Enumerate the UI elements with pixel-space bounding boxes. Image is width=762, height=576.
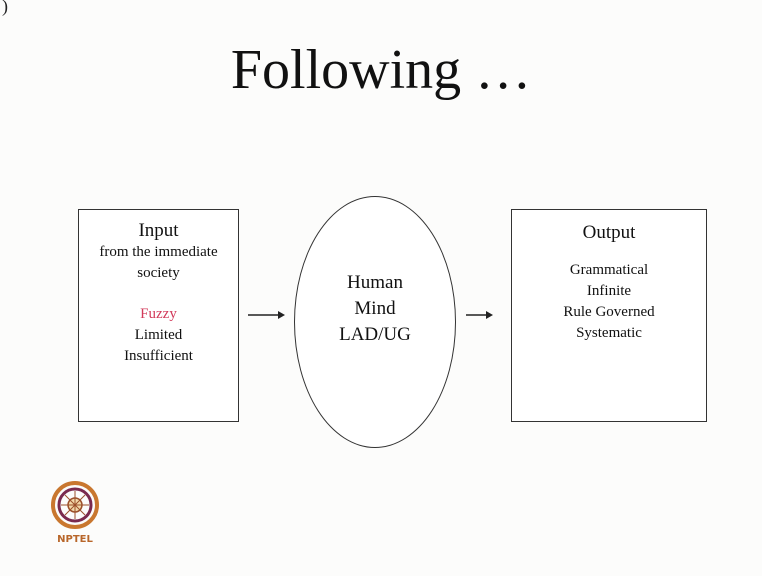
nptel-logo-icon: [51, 481, 99, 529]
nptel-logo-text: NPTEL: [57, 534, 93, 545]
mind-line-lad-ug: LAD/UG: [339, 324, 411, 345]
input-heading: Input: [138, 220, 179, 241]
input-item-insufficient: Insufficient: [124, 348, 193, 364]
output-item-infinite: Infinite: [586, 283, 632, 299]
arrow-right-icon: [248, 311, 285, 319]
output-heading: Output: [582, 222, 636, 243]
input-item-fuzzy: Fuzzy: [140, 306, 177, 322]
output-item-grammatical: Grammatical: [569, 262, 649, 278]
slide-title: Following …: [230, 39, 532, 101]
corner-mark: ): [2, 0, 8, 16]
mind-line-human: Human: [347, 272, 403, 293]
arrow-right-icon: [466, 311, 493, 319]
mind-label: Human Mind LAD/UG: [294, 270, 456, 348]
input-source-line-1: from the immediate: [99, 244, 218, 260]
mind-ellipse: [294, 196, 456, 448]
input-box: Input from the immediate society Fuzzy L…: [78, 209, 239, 422]
input-source-line-2: society: [137, 265, 180, 281]
input-item-limited: Limited: [134, 327, 183, 343]
mind-line-mind: Mind: [354, 298, 396, 319]
output-box: Output Grammatical Infinite Rule Governe…: [511, 209, 707, 422]
output-item-rule-governed: Rule Governed: [563, 304, 655, 320]
output-item-systematic: Systematic: [576, 325, 642, 341]
